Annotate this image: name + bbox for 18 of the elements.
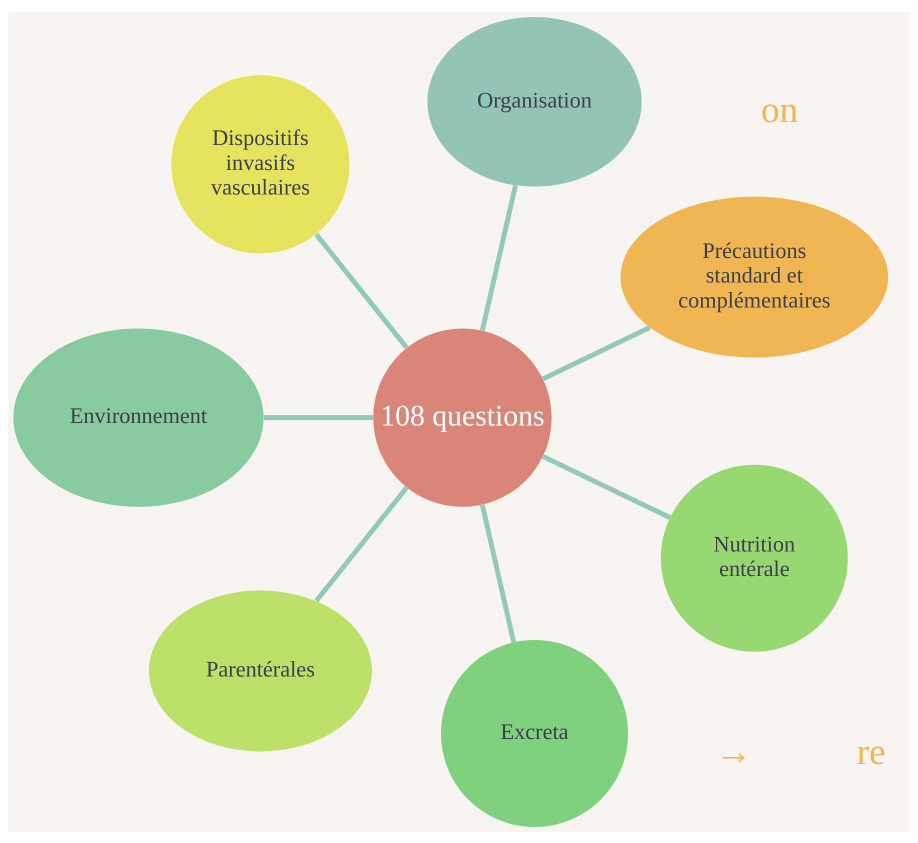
connector — [480, 184, 518, 331]
label: → — [715, 731, 752, 772]
label: re — [856, 731, 886, 772]
connector — [542, 454, 672, 520]
connector — [314, 486, 409, 602]
connector — [542, 324, 651, 381]
node-ellipse: Organisation — [427, 16, 642, 186]
node-circle: Dispositifs invasifs vasculaires — [171, 74, 350, 254]
node-circle: Nutrition entérale — [660, 464, 848, 652]
connector — [480, 504, 516, 642]
node-circle: 108 questions — [373, 328, 552, 506]
node-ellipse: Parentérales — [148, 590, 372, 751]
connector — [264, 414, 374, 420]
connector — [314, 232, 409, 349]
node-ellipse: Précautions standard et complémentaires — [620, 196, 888, 358]
label: on — [760, 90, 798, 131]
node-circle: Excreta — [441, 640, 628, 827]
node-ellipse: Environnement — [13, 328, 264, 506]
